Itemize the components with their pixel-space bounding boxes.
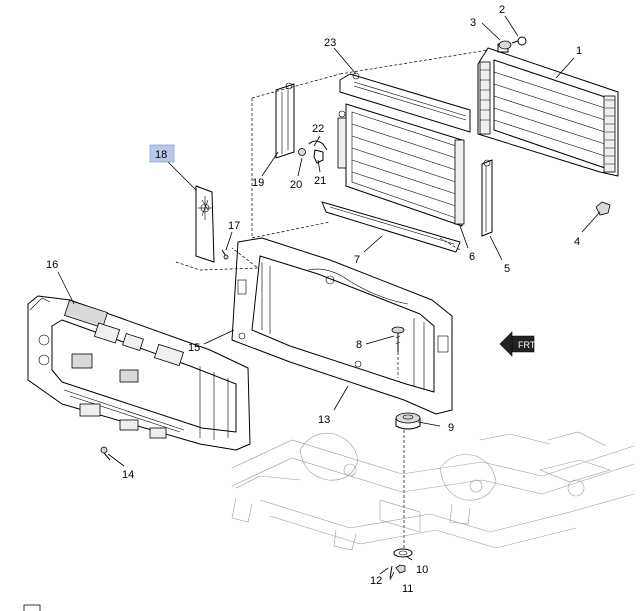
side-baffle-part-5 [481,159,493,237]
bolt-part-2 [511,36,527,46]
clip-part-21 [313,149,324,164]
assembly-guide-lines [251,49,489,548]
callout-7: 7 [354,254,360,266]
callout-labels: 1 2 3 4 5 6 7 8 9 10 11 12 13 14 15 16 1… [46,4,582,595]
radiator-support-part-15 [231,237,453,415]
deflector-part-18 [195,185,215,263]
callout-19: 19 [252,177,264,189]
side-baffle-part-19 [275,82,295,159]
callout-6: 6 [469,251,475,263]
leader-lines [57,15,601,581]
bolt-part-14 [100,446,111,461]
callout-18-highlight [149,144,175,163]
nut-part-20 [298,148,306,156]
washer-part-10 [393,548,413,558]
callout-2: 2 [499,4,505,16]
air-baffle-part-23 [339,72,471,133]
bracket-part-22 [308,140,328,151]
callout-11: 11 [402,583,413,595]
callout-16: 16 [46,259,58,271]
air-seal-part-7 [321,201,461,253]
callout-10: 10 [416,564,428,576]
nut-part-11 [395,564,406,574]
callout-23: 23 [324,37,336,49]
push-pin-part-17 [221,249,229,260]
bolt-part-12 [389,565,393,579]
callout-17: 17 [228,220,240,232]
callout-14: 14 [122,469,134,481]
front-direction-arrow: FRT [499,331,536,357]
radiator-part-1 [477,43,619,177]
callout-9: 9 [448,422,454,434]
front-end-module-part-16 [27,295,251,451]
callout-1: 1 [576,45,582,57]
mount-part-9 [395,412,421,430]
chassis-frame-ghost [231,431,635,551]
callout-15: 15 [188,342,200,354]
insulator-part-4 [595,201,611,216]
callout-22: 22 [312,123,324,135]
callout-21: 21 [314,175,326,187]
bushing-part-3 [498,40,512,50]
callout-13: 13 [318,414,330,426]
callout-3: 3 [470,17,476,29]
callout-5: 5 [504,263,510,275]
callout-18: 18 [155,149,167,161]
callout-12: 12 [370,575,382,587]
callout-4: 4 [574,236,580,248]
corner-mark [23,604,41,611]
bolt-part-8 [391,326,405,352]
front-arrow-label: FRT [518,340,536,350]
assembly-guide-18 [175,247,259,271]
callout-8: 8 [356,339,362,351]
callout-20: 20 [290,179,302,191]
condenser-part-6 [337,103,465,227]
